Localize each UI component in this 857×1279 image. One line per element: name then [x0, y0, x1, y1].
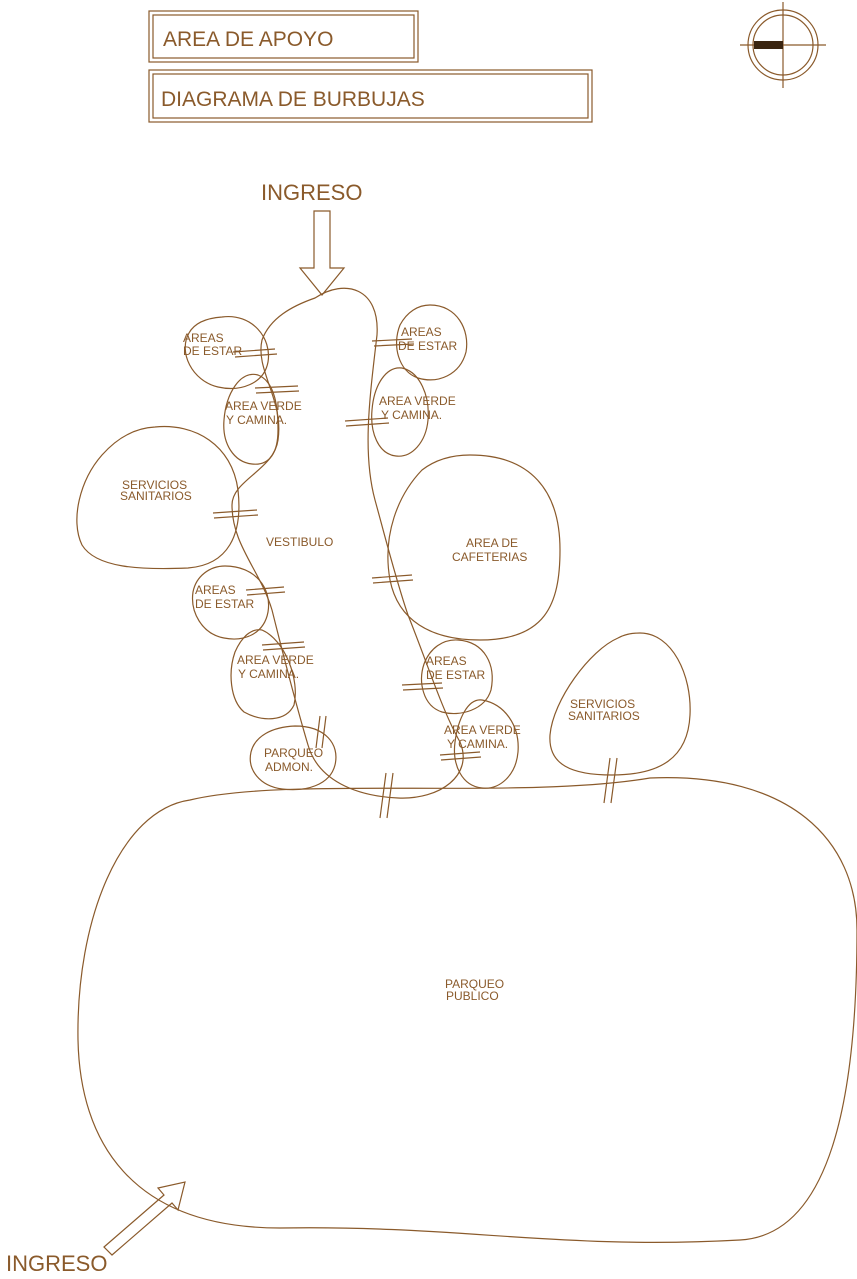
svg-text:PARQUEO: PARQUEO: [445, 977, 504, 991]
bubble-cafeterias: [387, 454, 561, 641]
svg-text:DE ESTAR: DE ESTAR: [398, 339, 457, 353]
connection-ticks: [212, 338, 618, 819]
svg-text:AREA VERDE: AREA VERDE: [237, 653, 314, 667]
svg-text:AREA VERDE: AREA VERDE: [379, 394, 456, 408]
svg-text:DE ESTAR: DE ESTAR: [195, 597, 254, 611]
bubble-parqueo-publico: [77, 777, 857, 1243]
svg-text:Y CAMINA.: Y CAMINA.: [226, 413, 287, 427]
title-box-diagram: DIAGRAMA DE BURBUJAS: [148, 69, 593, 123]
entry-bottom-label: INGRESO: [6, 1251, 107, 1276]
bubble-servicios-1: [76, 425, 240, 570]
entry-top-arrow: [298, 210, 346, 296]
svg-text:Y CAMINA.: Y CAMINA.: [381, 408, 442, 422]
label-area-verde-3: AREA VERDE Y CAMINA.: [237, 653, 314, 681]
svg-text:AREA VERDE: AREA VERDE: [444, 723, 521, 737]
label-parqueo-admon: PARQUEO ADMON.: [264, 746, 323, 774]
svg-text:SERVICIOS: SERVICIOS: [122, 478, 187, 492]
title-area-label: AREA DE APOYO: [163, 28, 333, 51]
svg-text:CAFETERIAS: CAFETERIAS: [452, 550, 527, 564]
bubble-servicios-2: [549, 632, 691, 776]
label-area-verde-4: AREA VERDE Y CAMINA.: [444, 723, 521, 751]
svg-text:AREAS: AREAS: [426, 654, 467, 668]
label-parqueo-publico: PARQUEO PUBLICO: [445, 977, 504, 1003]
bubble-vestibulo: [231, 287, 464, 799]
bubble-areas-estar-3: [191, 565, 270, 640]
svg-text:DE ESTAR: DE ESTAR: [183, 344, 242, 358]
entry-bottom-arrow: [103, 1181, 186, 1256]
bubble-areas-estar-4: [421, 639, 493, 715]
label-areas-estar-4: AREAS DE ESTAR: [426, 654, 485, 682]
bubble-area-verde-3: [230, 629, 296, 720]
svg-text:SANITARIOS: SANITARIOS: [120, 489, 192, 503]
bubble-area-verde-4: [453, 699, 519, 789]
svg-text:SERVICIOS: SERVICIOS: [570, 697, 635, 711]
svg-text:Y CAMINA.: Y CAMINA.: [447, 737, 508, 751]
svg-text:AREA VERDE: AREA VERDE: [225, 399, 302, 413]
svg-text:AREAS: AREAS: [183, 331, 224, 345]
label-cafeterias: AREA DE CAFETERIAS: [452, 536, 527, 564]
svg-text:ADMON.: ADMON.: [265, 760, 313, 774]
bubble-parqueo-admon: [249, 725, 337, 791]
label-servicios-2: SERVICIOS SANITARIOS: [568, 697, 640, 723]
label-areas-estar-1: AREAS DE ESTAR: [183, 331, 242, 358]
svg-text:AREAS: AREAS: [401, 325, 442, 339]
bubble-areas-estar-1: [184, 316, 270, 389]
entry-top-label: INGRESO: [261, 180, 362, 205]
svg-text:DE ESTAR: DE ESTAR: [426, 668, 485, 682]
svg-text:AREA DE: AREA DE: [466, 536, 518, 550]
svg-text:SANITARIOS: SANITARIOS: [568, 709, 640, 723]
bubble-area-verde-2: [371, 367, 429, 457]
north-arrow-icon: [740, 2, 826, 88]
label-vestibulo: VESTIBULO: [266, 535, 333, 549]
label-area-verde-1: AREA VERDE Y CAMINA.: [225, 399, 302, 427]
label-area-verde-2: AREA VERDE Y CAMINA.: [379, 394, 456, 422]
bubble-area-verde-1: [223, 373, 279, 465]
svg-text:PUBLICO: PUBLICO: [446, 989, 499, 1003]
title-box-area: AREA DE APOYO: [148, 10, 419, 63]
svg-text:AREAS: AREAS: [195, 583, 236, 597]
label-servicios-1: SERVICIOS SANITARIOS: [120, 478, 192, 503]
label-areas-estar-3: AREAS DE ESTAR: [195, 583, 254, 611]
svg-text:PARQUEO: PARQUEO: [264, 746, 323, 760]
label-areas-estar-2: AREAS DE ESTAR: [398, 325, 457, 353]
title-diagram-label: DIAGRAMA DE BURBUJAS: [161, 88, 425, 111]
svg-text:Y CAMINA.: Y CAMINA.: [238, 667, 299, 681]
